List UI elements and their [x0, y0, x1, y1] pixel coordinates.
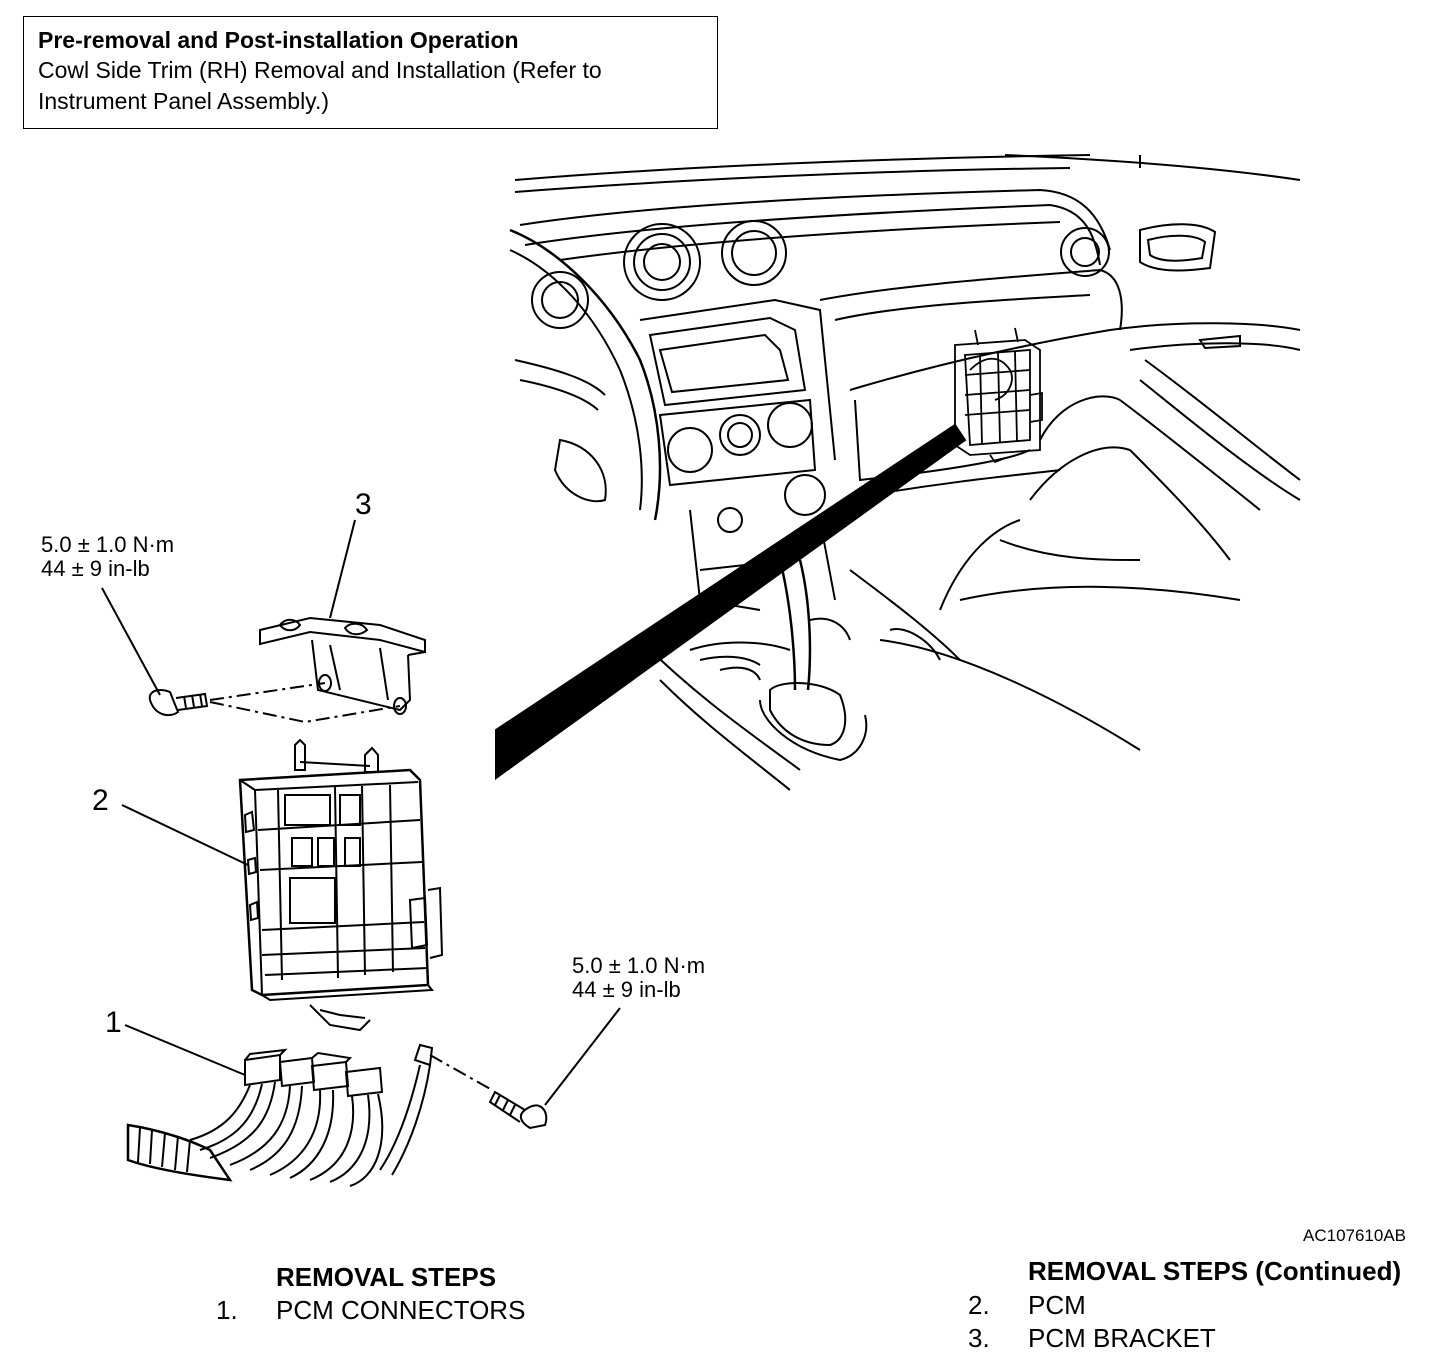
removal-step-3: 3. PCM BRACKET [968, 1323, 1216, 1354]
removal-steps-continued-heading: REMOVAL STEPS (Continued) [1028, 1256, 1402, 1286]
lower-bolt [488, 1090, 548, 1130]
torque-upper-imperial: 44 ± 9 in-lb [41, 556, 150, 581]
leader-torque-upper [101, 587, 161, 696]
torque-upper-metric: 5.0 ± 1.0 N·m [41, 532, 175, 557]
step-number: 2. [968, 1290, 990, 1320]
callout-2: 2 [92, 784, 109, 817]
step-label: PCM CONNECTORS [276, 1295, 526, 1325]
upper-bolt [148, 689, 209, 717]
torque-lower-imperial: 44 ± 9 in-lb [572, 977, 681, 1002]
step-label: PCM [1028, 1290, 1086, 1320]
callout-1: 1 [105, 1006, 122, 1039]
step-label: PCM BRACKET [1028, 1323, 1216, 1353]
torque-lower: 5.0 ± 1.0 N·m 44 ± 9 in-lb [572, 954, 705, 1002]
guide-line-lower [429, 1054, 493, 1091]
callout-3: 3 [355, 488, 372, 521]
note-line-1: Cowl Side Trim (RH) Removal and Installa… [38, 57, 602, 83]
step-number: 1. [216, 1295, 238, 1325]
torque-lower-metric: 5.0 ± 1.0 N·m [572, 953, 706, 978]
pointer-wedge [495, 423, 967, 780]
guide-line-upper-b [209, 701, 401, 724]
guide-line-upper-a [209, 682, 326, 701]
removal-step-2: 2. PCM [968, 1290, 1086, 1321]
leader-2 [121, 804, 249, 866]
pcm-unit [238, 738, 444, 1032]
leader-3 [329, 519, 356, 619]
leader-torque-lower [544, 1007, 621, 1106]
note-title: Pre-removal and Post-installation Operat… [38, 27, 519, 53]
pcm-connectors [126, 1043, 434, 1187]
removal-step-1: 1. PCM CONNECTORS [216, 1295, 525, 1326]
pcm-in-dash [954, 327, 1043, 464]
figure-code: AC107610AB [1303, 1226, 1407, 1245]
pre-removal-note-box: Pre-removal and Post-installation Operat… [23, 16, 718, 129]
removal-steps-heading: REMOVAL STEPS [276, 1262, 497, 1292]
leader-1 [124, 1024, 246, 1076]
torque-upper: 5.0 ± 1.0 N·m 44 ± 9 in-lb [41, 533, 174, 581]
step-number: 3. [968, 1323, 990, 1353]
dashboard-view [495, 154, 1301, 791]
pcm-bracket [259, 616, 426, 715]
note-line-2: Instrument Panel Assembly.) [38, 88, 330, 114]
